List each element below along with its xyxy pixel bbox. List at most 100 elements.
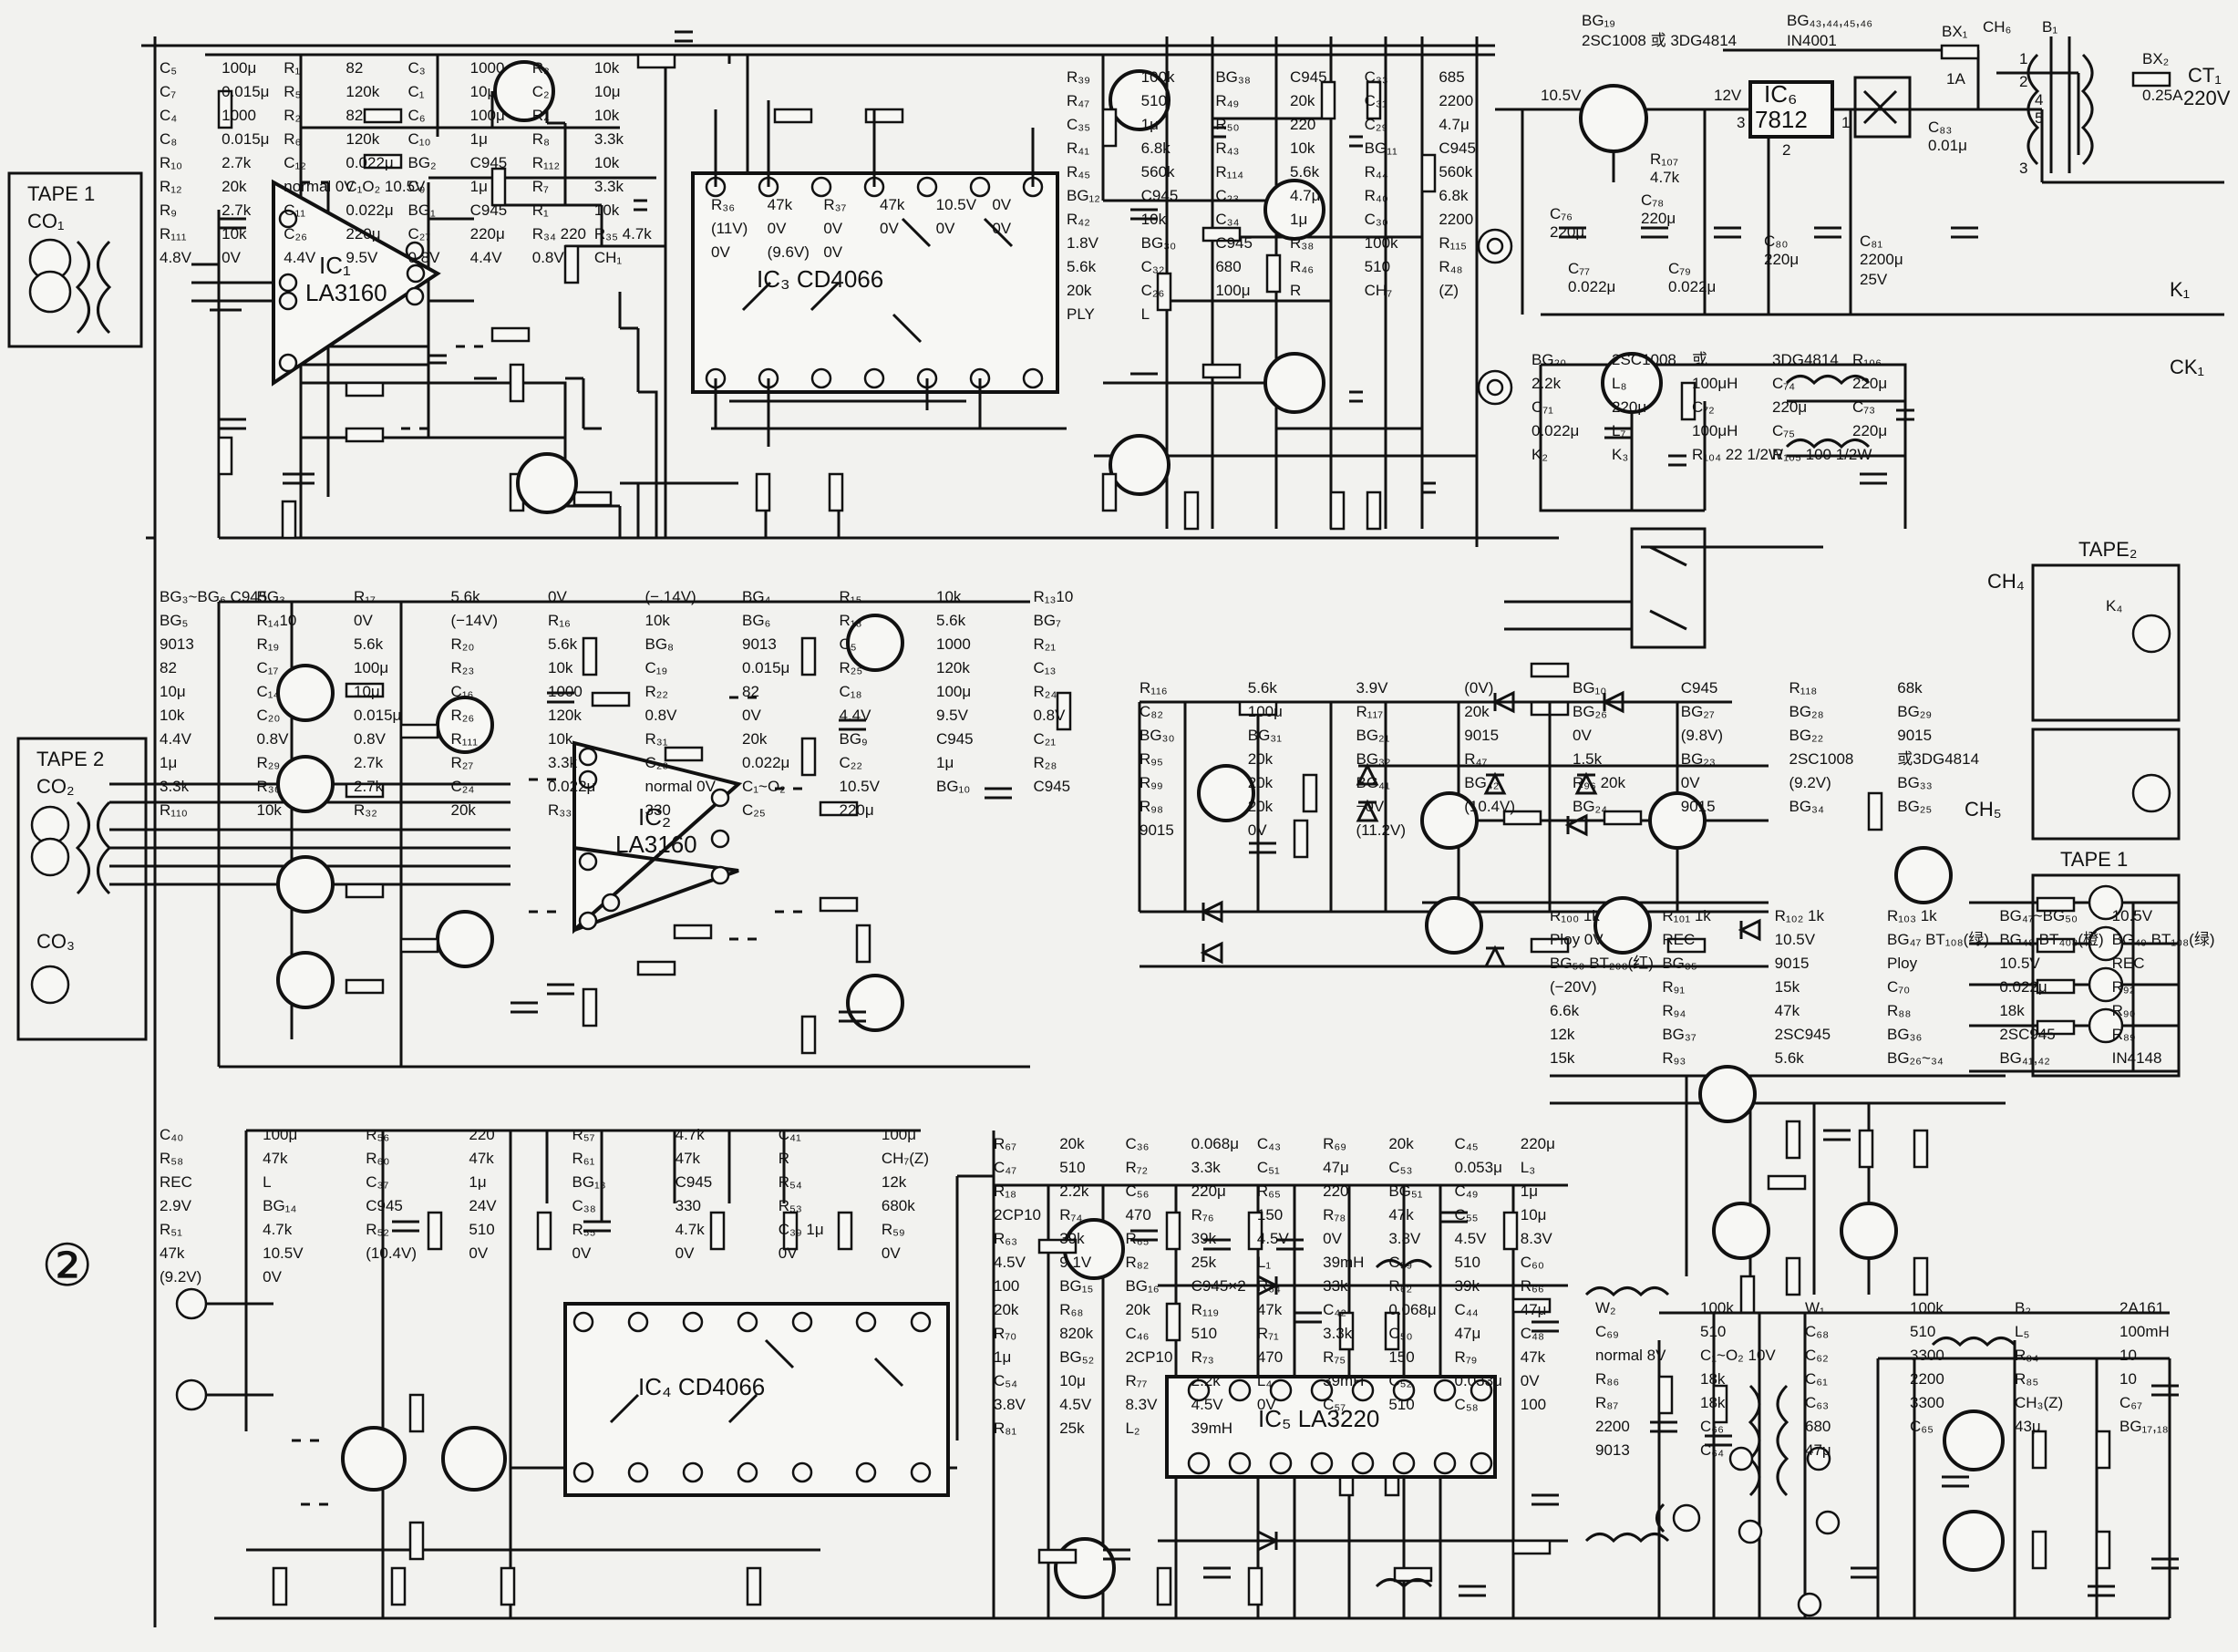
component-label: 0V xyxy=(222,249,241,266)
component-label: C₆₄ xyxy=(1700,1441,1724,1459)
component-label: R₆₆ xyxy=(1521,1277,1544,1295)
component-label: C₅₂ xyxy=(1388,1372,1412,1389)
component-label: L₈ xyxy=(1612,375,1627,392)
component-label: 4.5V xyxy=(1059,1396,1092,1413)
ic4-label: IC₄ CD4066 xyxy=(638,1373,765,1400)
component-label: 100μ xyxy=(222,59,256,77)
component-label: 47k xyxy=(469,1150,494,1167)
component-label: BG₄₁ xyxy=(1356,774,1391,791)
ch6-pin-2: 2 xyxy=(2019,73,2027,90)
tape2-left-title: TAPE 2 xyxy=(36,748,104,770)
component-label: 510 xyxy=(1388,1396,1414,1413)
component-label: R₅₃ xyxy=(779,1197,802,1214)
component-label: C₄₁ xyxy=(779,1126,801,1143)
component-label: 100k xyxy=(1141,68,1175,86)
component-label: 10k xyxy=(548,730,573,748)
component-label: 10k xyxy=(548,659,573,676)
c81-ref: C₈₁ xyxy=(1860,232,1882,250)
component-label: C₅₁ xyxy=(1257,1159,1280,1176)
component-label: R₃₄ 220 xyxy=(532,225,586,243)
component-label: R₁₈ xyxy=(994,1182,1016,1200)
component-label: R₅₇ xyxy=(572,1126,595,1143)
component-label: 510 xyxy=(1059,1159,1085,1176)
component-label: 4.5V xyxy=(1191,1396,1224,1413)
component-label: C945×2 xyxy=(1191,1277,1246,1295)
component-label: 6.6k xyxy=(1550,1002,1580,1019)
component-label: C₂₆ xyxy=(1141,282,1165,299)
component-label: BG₂₅ xyxy=(1897,798,1932,815)
component-label: 1.5k xyxy=(1573,750,1603,768)
component-label: R xyxy=(1290,282,1301,299)
component-label: C₆₂ xyxy=(1805,1347,1829,1364)
component-label: 1μ xyxy=(1290,211,1307,228)
component-label: 20k xyxy=(1059,1135,1085,1152)
component-label: C₁₀ xyxy=(408,130,431,148)
component-label: (11V) xyxy=(711,220,748,237)
component-label: R₇₁ xyxy=(1257,1325,1279,1342)
component-label: 82 xyxy=(160,659,177,676)
component-label: 1.8V xyxy=(1067,234,1099,252)
component-label: C₂₁ xyxy=(1034,730,1057,748)
component-label: 82 xyxy=(742,683,759,700)
component-label: 39k xyxy=(1059,1230,1085,1247)
component-label: R₇₅ xyxy=(1323,1348,1346,1366)
component-label: C₇₂ xyxy=(1692,398,1715,416)
component-label: C₆ xyxy=(408,107,426,124)
component-label: 0V xyxy=(823,220,842,237)
component-label: C₅ xyxy=(160,59,177,77)
component-label: R₆₈ xyxy=(1059,1301,1083,1318)
component-label: BG₃₁ xyxy=(1248,727,1282,744)
component-label: BG₂₇ xyxy=(1681,703,1715,720)
component-label: 4.4V xyxy=(470,249,503,266)
component-label: R₁₁₆ xyxy=(1140,679,1168,697)
component-label: 9015 xyxy=(1775,955,1810,972)
component-label: R₈₆ xyxy=(1595,1370,1619,1388)
component-label: R₇₉ xyxy=(1455,1348,1478,1366)
component-label: 510 xyxy=(1700,1323,1726,1340)
component-label: R₉₃ xyxy=(1662,1049,1686,1067)
component-label: R₉₅ xyxy=(1140,750,1163,768)
component-label: R₃₅ 4.7k xyxy=(594,225,652,243)
component-label: BG₂₃ xyxy=(1681,750,1716,768)
component-label: 220μ xyxy=(470,225,505,243)
component-label: 20k xyxy=(1125,1301,1150,1318)
component-label: C₃₂ xyxy=(1141,258,1165,275)
component-label: R₈₁ xyxy=(994,1420,1016,1437)
component-label: C₄₆ xyxy=(1125,1325,1149,1342)
component-label: R₁₉ xyxy=(257,635,280,653)
component-label: BG₃₈ xyxy=(1215,68,1251,86)
component-label: BG₅₂ xyxy=(1059,1348,1094,1366)
c83-ref: C₈₃ xyxy=(1928,119,1952,136)
component-label: K₂ xyxy=(1532,446,1548,463)
component-label: 0.022μ xyxy=(1532,422,1579,439)
component-label: R₃₇ xyxy=(823,196,846,213)
component-label: 150 xyxy=(1388,1348,1414,1366)
component-label: BG₃~BG₆ C945 xyxy=(160,588,267,605)
component-label: 1μ xyxy=(469,1173,486,1191)
component-label: R₅ xyxy=(284,83,301,100)
component-label: 220μ xyxy=(1852,375,1887,392)
component-label: C₂₃ xyxy=(645,754,669,771)
component-label: C945 xyxy=(936,730,974,748)
component-label: BG₅₁ xyxy=(1388,1182,1422,1200)
bx1-val: 1A xyxy=(1946,70,1965,88)
component-label: 10k xyxy=(1141,211,1167,228)
c77-val: 0.022μ xyxy=(1568,278,1615,295)
component-label: 10.5V xyxy=(1999,955,2040,972)
component-label: R xyxy=(779,1150,789,1167)
component-label: 5.6k xyxy=(451,588,481,605)
component-label: R₆₄ xyxy=(1257,1277,1281,1295)
ch6-pin-1: 1 xyxy=(2019,50,2027,67)
component-label: 0.015μ xyxy=(354,707,401,724)
component-label: C945 xyxy=(1439,139,1476,157)
component-label: C₇ xyxy=(160,83,176,100)
component-label: 0V xyxy=(823,243,842,261)
tape2-right-k: K₄ xyxy=(2106,597,2122,614)
component-label: 0.015μ xyxy=(222,83,269,100)
component-label: R₉₄ xyxy=(1662,1002,1686,1019)
component-label: BG₄₁,₄₂ xyxy=(1999,1049,2050,1067)
component-label: L xyxy=(1141,305,1150,323)
component-label: C₆₅ xyxy=(1910,1418,1934,1435)
component-label: 3300 xyxy=(1910,1347,1944,1364)
component-label: 2200 xyxy=(1439,211,1473,228)
